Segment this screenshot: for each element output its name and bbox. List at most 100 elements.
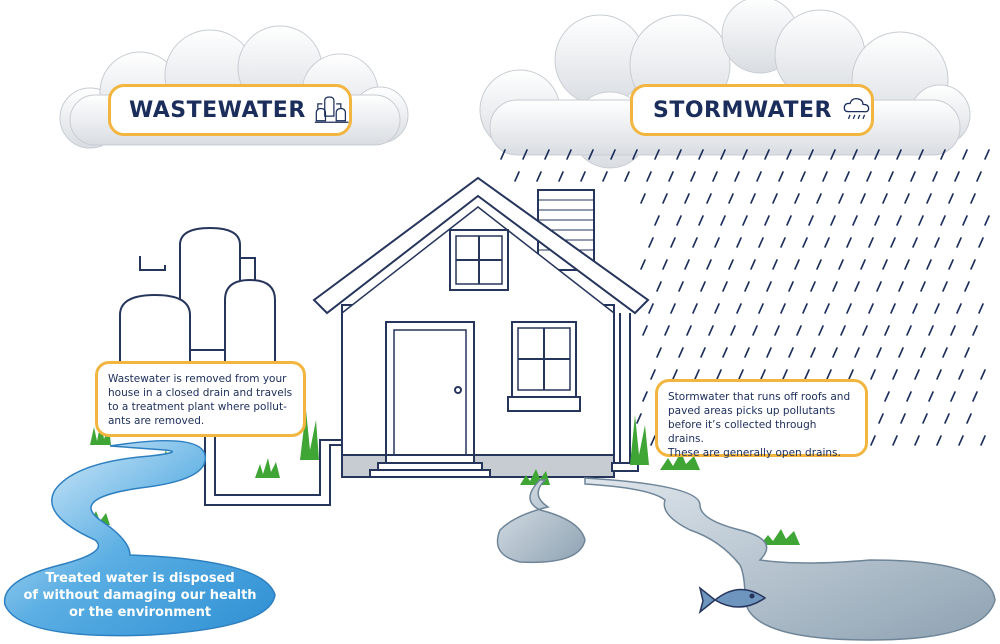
rain-streak (942, 281, 948, 292)
rain-streak (796, 325, 802, 336)
rain-streak (648, 303, 654, 314)
rain-streak (838, 259, 844, 270)
rain-streak (870, 435, 876, 446)
rain-streak (854, 281, 860, 292)
rain-streak (722, 347, 728, 358)
rain-streak (678, 347, 684, 358)
rain-streak (854, 347, 860, 358)
rain-streak (720, 215, 726, 226)
rain-streak (972, 325, 978, 336)
rain-streak (928, 391, 934, 402)
rain-streak (672, 369, 678, 380)
rain-streak (782, 369, 788, 380)
stormwater-callout-line: Stormwater that runs off roofs and (668, 391, 851, 403)
rain-streak (662, 259, 668, 270)
rain-streak (860, 259, 866, 270)
rain-streak (678, 281, 684, 292)
rain-streak (588, 149, 594, 160)
rain-streak (720, 149, 726, 160)
rain-streak (772, 259, 778, 270)
rain-streak (750, 193, 756, 204)
rain-streak (640, 193, 646, 204)
rain-streak (700, 347, 706, 358)
rain-streak (920, 347, 926, 358)
rain-streak (838, 193, 844, 204)
rain-streak (794, 193, 800, 204)
rain-streak (698, 149, 704, 160)
rain-streak (808, 149, 814, 160)
rain-streak (744, 347, 750, 358)
rain-streak (708, 325, 714, 336)
rain-streak (978, 303, 984, 314)
rain-cloud-icon (843, 97, 870, 120)
rain-streak (744, 281, 750, 292)
rain-streak (870, 369, 876, 380)
rain-streak (750, 259, 756, 270)
rain-streak (934, 303, 940, 314)
rain-streak (926, 259, 932, 270)
rain-streak (758, 237, 764, 248)
stormwater-title: STORMWATER (653, 97, 832, 123)
rain-streak (580, 171, 586, 182)
rain-streak (780, 237, 786, 248)
rain-streak (972, 391, 978, 402)
rain-streak (624, 171, 630, 182)
rain-streak (788, 281, 794, 292)
rain-streak (802, 303, 808, 314)
rain-streak (692, 303, 698, 314)
rain-streak (954, 171, 960, 182)
rain-streak (642, 391, 648, 402)
rain-streak (780, 303, 786, 314)
rain-streak (984, 215, 990, 226)
roof (312, 176, 650, 315)
rain-streak (676, 149, 682, 160)
rain-streak (906, 391, 912, 402)
rain-streak (558, 171, 564, 182)
rain-streak (926, 193, 932, 204)
door (393, 329, 467, 456)
rain-streak (860, 193, 866, 204)
rain-streak (928, 325, 934, 336)
rain-streak (830, 215, 836, 226)
rain-streak (742, 215, 748, 226)
rain-streak (810, 347, 816, 358)
rain-streak (686, 325, 692, 336)
rain-streak (920, 281, 926, 292)
rain-streak (566, 149, 572, 160)
rain-streak (648, 237, 654, 248)
rain-streak (882, 193, 888, 204)
rain-streak (766, 281, 772, 292)
rain-streak (670, 303, 676, 314)
rain-streak (766, 347, 772, 358)
rain-streak (522, 149, 528, 160)
rain-streak (914, 369, 920, 380)
rain-streak (544, 149, 550, 160)
rain-streak (804, 369, 810, 380)
rain-streak (816, 259, 822, 270)
stormwater-callout-line: paved areas picks up pollutants (668, 405, 836, 417)
stormwater-channel (584, 477, 996, 641)
rain-streak (670, 237, 676, 248)
rain-streak (764, 215, 770, 226)
rain-streak (694, 369, 700, 380)
rain-streak (712, 171, 718, 182)
treated-water-river (3, 439, 276, 637)
rain-streak (978, 237, 984, 248)
wastewater-title-pill: WASTEWATER (108, 84, 352, 136)
rain-streak (692, 237, 698, 248)
rain-streak (756, 171, 762, 182)
rain-streak (536, 171, 542, 182)
rain-streak (646, 171, 652, 182)
rain-streak (728, 193, 734, 204)
rain-streak (904, 259, 910, 270)
rain-streak (958, 369, 964, 380)
rain-streak (878, 413, 884, 424)
rain-streak (958, 435, 964, 446)
rain-streak (764, 149, 770, 160)
rain-streak (892, 369, 898, 380)
stormwater-callout-line: before it’s collected through drains. (668, 419, 817, 445)
rain-streak (826, 369, 832, 380)
rain-streak (980, 369, 986, 380)
treated-water-label: Treated water is disposed of without dam… (0, 570, 280, 621)
rain-streak (736, 303, 742, 314)
